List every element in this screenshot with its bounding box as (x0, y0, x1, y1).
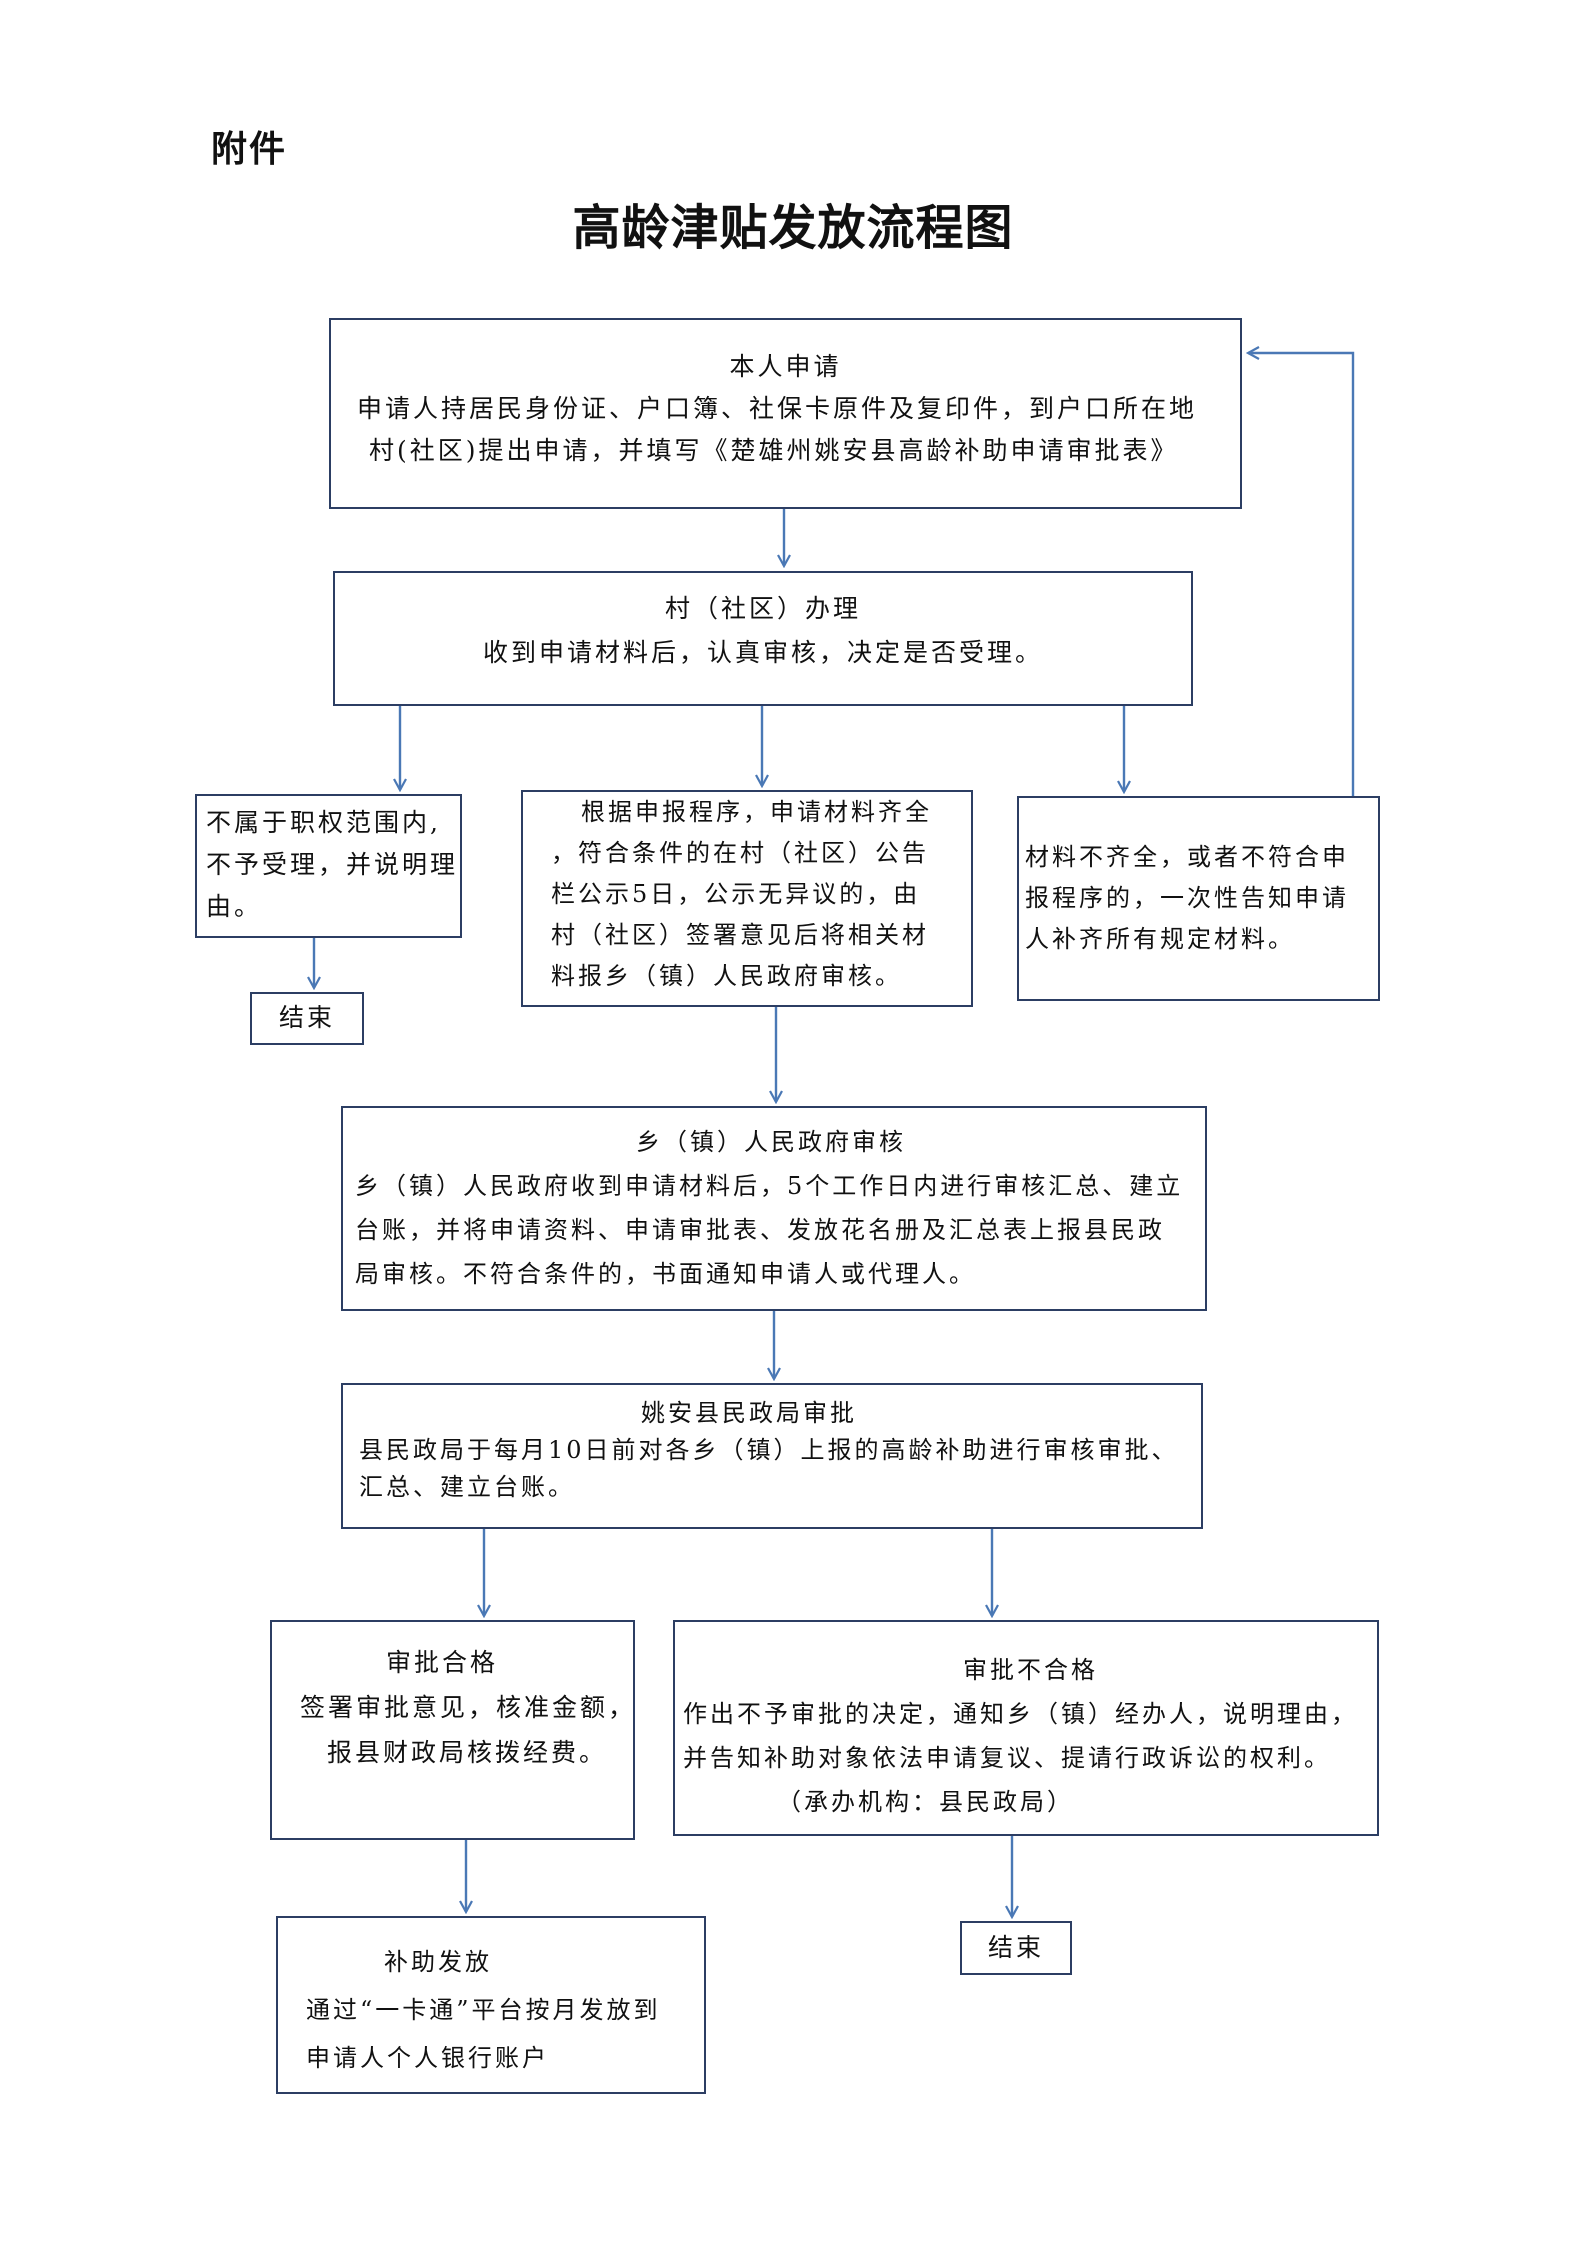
incomplete-line-3: 人补齐所有规定材料。 (1025, 925, 1295, 953)
reject-box: 不属于职权范围内, 不予受理，并说明理 由。 (195, 794, 462, 938)
town-line-1: 乡（镇）人民政府收到申请材料后，5个工作日内进行审核汇总、建立 (355, 1172, 1184, 1200)
apply-line-2: 村(社区)提出申请，并填写《楚雄州姚安县高龄补助申请审批表》 (369, 436, 1179, 465)
county-box: 姚安县民政局审批 县民政局于每月10日前对各乡（镇）上报的高龄补助进行审核审批、… (341, 1383, 1203, 1529)
publicize-line-1: 根据申报程序，申请材料齐全 (581, 798, 932, 826)
town-line-3: 局审核。不符合条件的，书面通知申请人或代理人。 (355, 1260, 976, 1288)
incomplete-line-2: 报程序的，一次性告知申请 (1025, 884, 1349, 912)
approved-heading: 审批合格 (386, 1648, 499, 1677)
incomplete-line-1: 材料不齐全，或者不符合申 (1025, 843, 1349, 871)
denied-heading: 审批不合格 (963, 1656, 1098, 1684)
town-box: 乡（镇）人民政府审核 乡（镇）人民政府收到申请材料后，5个工作日内进行审核汇总、… (341, 1106, 1207, 1311)
publicize-line-2: ，符合条件的在村（社区）公告 (551, 839, 929, 867)
page-title: 高龄津贴发放流程图 (572, 200, 1014, 256)
end-label-right: 结束 (987, 1933, 1044, 1962)
reject-line-1: 不属于职权范围内, (206, 808, 441, 837)
payout-line-2: 申请人个人银行账户 (306, 2044, 549, 2072)
end-box-left: 结束 (250, 992, 364, 1045)
apply-line-1: 申请人持居民身份证、户口簿、社保卡原件及复印件，到户口所在地 (357, 394, 1198, 423)
reject-line-3: 由。 (206, 892, 263, 921)
county-line-1: 县民政局于每月10日前对各乡（镇）上报的高龄补助进行审核审批、 (359, 1436, 1179, 1464)
attachment-label: 附件 (211, 129, 288, 170)
village-heading: 村（社区）办理 (664, 594, 861, 623)
publicize-line-3: 栏公示5日，公示无异议的，由 (551, 880, 921, 908)
denied-box: 审批不合格 作出不予审批的决定，通知乡（镇）经办人，说明理由， 并告知补助对象依… (673, 1620, 1379, 1836)
village-line-1: 收到申请材料后，认真审核，决定是否受理。 (482, 638, 1043, 667)
end-label-left: 结束 (278, 1003, 335, 1032)
approved-box: 审批合格 签署审批意见，核准金额， 报县财政局核拨经费。 (270, 1620, 635, 1840)
publicize-line-4: 村（社区）签署意见后将相关材 (551, 921, 929, 949)
approved-line-1: 签署审批意见，核准金额， (300, 1693, 637, 1722)
denied-line-3: （承办机构：县民政局） (777, 1788, 1074, 1816)
incomplete-box: 材料不齐全，或者不符合申 报程序的，一次性告知申请 人补齐所有规定材料。 (1017, 796, 1380, 1001)
payout-line-1: 通过“一卡通”平台按月发放到 (306, 1996, 661, 2024)
county-line-2: 汇总、建立台账。 (359, 1473, 575, 1501)
denied-line-2: 并告知补助对象依法申请复议、提请行政诉讼的权利。 (683, 1744, 1331, 1772)
county-heading: 姚安县民政局审批 (641, 1399, 857, 1427)
approved-line-2: 报县财政局核拨经费。 (327, 1738, 608, 1767)
reject-line-2: 不予受理，并说明理 (206, 850, 459, 879)
arrow-incomplete-to-apply (1248, 353, 1355, 797)
payout-heading: 补助发放 (384, 1948, 492, 1976)
apply-box: 本人申请 申请人持居民身份证、户口簿、社保卡原件及复印件，到户口所在地 村(社区… (329, 318, 1242, 509)
town-heading: 乡（镇）人民政府审核 (636, 1128, 906, 1156)
apply-heading: 本人申请 (729, 352, 842, 381)
payout-box: 补助发放 通过“一卡通”平台按月发放到 申请人个人银行账户 (276, 1916, 706, 2094)
publicize-box: 根据申报程序，申请材料齐全 ，符合条件的在村（社区）公告 栏公示5日，公示无异议… (521, 790, 973, 1007)
denied-line-1: 作出不予审批的决定，通知乡（镇）经办人，说明理由， (683, 1700, 1358, 1728)
end-box-right: 结束 (960, 1921, 1072, 1975)
town-line-2: 台账，并将申请资料、申请审批表、发放花名册及汇总表上报县民政 (355, 1216, 1165, 1244)
village-box: 村（社区）办理 收到申请材料后，认真审核，决定是否受理。 (333, 571, 1193, 706)
publicize-line-5: 料报乡（镇）人民政府审核。 (551, 962, 902, 990)
